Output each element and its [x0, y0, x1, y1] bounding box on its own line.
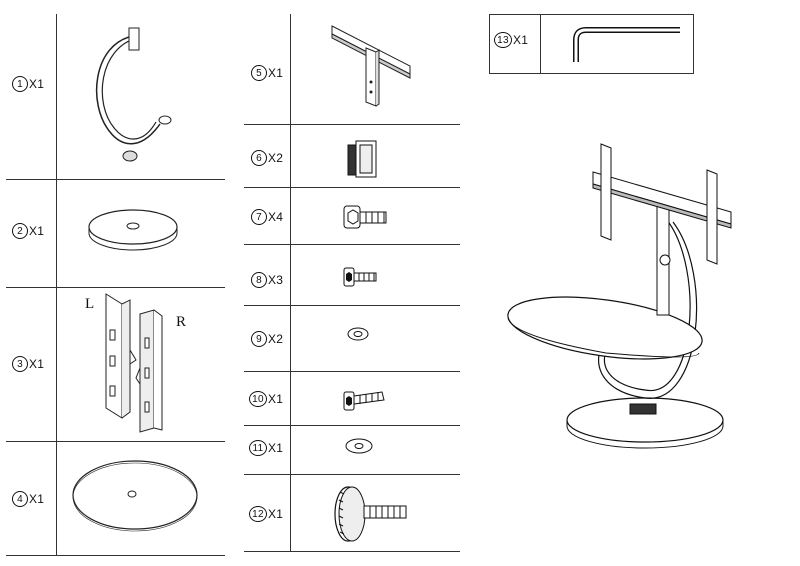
bracket-right-drawing: [135, 309, 163, 433]
assembled-stand-drawing: [507, 143, 732, 449]
bolt-long-drawing: [343, 391, 385, 411]
bracket-left-label: L: [85, 296, 95, 312]
column-divider: [56, 14, 57, 556]
part-row-8: [244, 244, 460, 305]
part-13-box: [489, 14, 694, 74]
washer-large-drawing: [345, 438, 373, 454]
part-row-4: [6, 441, 225, 556]
bracket-right-label: R: [176, 314, 187, 330]
washer-small-drawing: [347, 327, 369, 341]
c-arm-drawing: [95, 27, 172, 162]
glass-shelf-drawing: [72, 460, 198, 532]
part-row-6: [244, 124, 460, 187]
t-bracket-drawing: [331, 25, 411, 107]
base-disc-drawing: [88, 209, 178, 251]
part-row-11: [244, 425, 460, 474]
part-row-2: [6, 179, 225, 287]
bracket-left-drawing: [105, 293, 137, 419]
part-row-12: [244, 474, 460, 552]
spacer-block-drawing: [347, 140, 377, 178]
parts-column-2: [244, 14, 460, 552]
bolt-m8-drawing: [343, 205, 387, 229]
thumbscrew-drawing: [334, 486, 407, 542]
column-divider: [540, 15, 541, 73]
column-divider: [290, 14, 291, 552]
part-row-3: [6, 287, 225, 441]
part-row-7: [244, 187, 460, 244]
parts-column-1: [6, 14, 225, 556]
part-row-9: [244, 305, 460, 371]
part-row-10: [244, 371, 460, 425]
allen-key-drawing: [573, 27, 680, 62]
bolt-short-drawing: [343, 267, 377, 287]
